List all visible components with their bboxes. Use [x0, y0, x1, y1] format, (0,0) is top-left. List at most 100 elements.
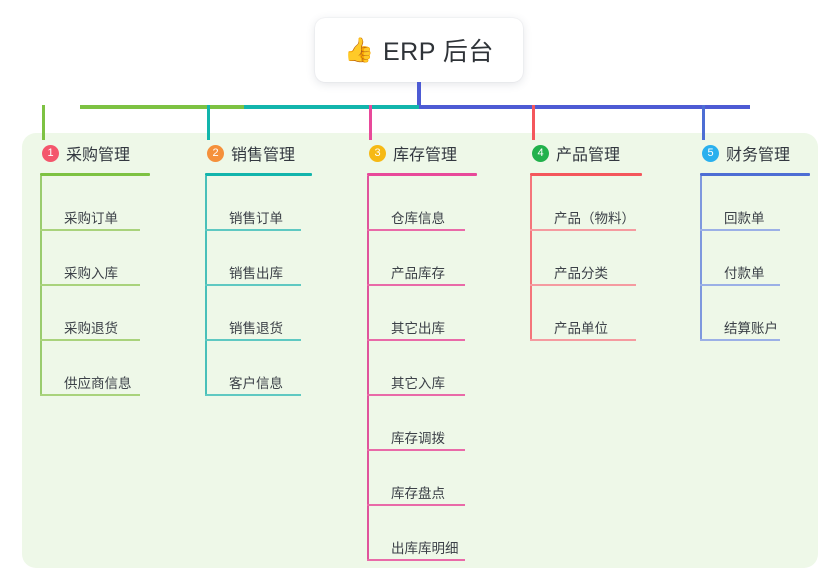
column-index-badge: 3 [369, 144, 386, 162]
column-items: 仓库信息产品库存其它出库其它入库库存调拨库存盘点出库库明细 [367, 176, 477, 561]
list-item[interactable]: 仓库信息 [367, 176, 477, 231]
list-item-rule [367, 449, 465, 451]
list-item-rule [205, 394, 301, 396]
list-item-label: 产品单位 [554, 321, 608, 336]
column-rail [367, 176, 369, 561]
list-item-rule [530, 339, 636, 341]
column-rail [530, 176, 532, 341]
root-node-card[interactable]: 👍 ERP 后台 [315, 18, 523, 82]
list-item[interactable]: 回款单 [700, 176, 810, 231]
list-item-label: 产品（物料） [554, 211, 635, 226]
column-items: 销售订单销售出库销售退货客户信息 [205, 176, 312, 396]
list-item-rule [367, 394, 465, 396]
list-item-label: 销售出库 [229, 266, 283, 281]
list-item[interactable]: 出库库明细 [367, 506, 477, 561]
list-item[interactable]: 产品分类 [530, 231, 642, 286]
list-item[interactable]: 采购订单 [40, 176, 150, 231]
page-title: ERP 后台 [382, 38, 494, 66]
column-items: 产品（物料） 产品分类产品单位 [530, 176, 642, 341]
list-item[interactable]: 采购入库 [40, 231, 150, 286]
column-header-1[interactable]: 1 采购管理 [40, 140, 150, 166]
list-item-label: 付款单 [724, 266, 765, 281]
column-header-5[interactable]: 5 财务管理 [700, 140, 810, 166]
list-item-label: 其它出库 [391, 321, 445, 336]
list-item[interactable]: 其它出库 [367, 286, 477, 341]
list-item[interactable]: 结算账户 [700, 286, 810, 341]
list-item[interactable]: 销售退货 [205, 286, 312, 341]
list-item-rule [367, 229, 465, 231]
list-item-label: 销售订单 [229, 211, 283, 226]
column-header-rule [530, 173, 642, 176]
column-drop-connector [702, 105, 705, 140]
list-item-label: 销售退货 [229, 321, 283, 336]
list-item[interactable]: 采购退货 [40, 286, 150, 341]
list-item-label: 采购退货 [64, 321, 118, 336]
column-drop-connector [369, 105, 372, 140]
list-item[interactable]: 库存调拨 [367, 396, 477, 451]
list-item-rule [530, 229, 636, 231]
column-1: 1 采购管理采购订单采购入库采购退货供应商信息 [40, 105, 150, 396]
list-item-label: 产品分类 [554, 266, 608, 281]
list-item-rule [40, 339, 140, 341]
list-item-rule [700, 284, 780, 286]
column-items: 回款单付款单结算账户 [700, 176, 810, 341]
column-title: 销售管理 [231, 147, 296, 164]
column-header-rule [40, 173, 150, 176]
column-drop-connector [42, 105, 45, 140]
list-item-label: 结算账户 [724, 321, 778, 336]
column-header-rule [367, 173, 477, 176]
column-header-rule [700, 173, 810, 176]
list-item-label: 产品库存 [391, 266, 445, 281]
column-drop-connector [207, 105, 210, 140]
list-item-rule [40, 229, 140, 231]
bus-segment-teal [244, 105, 419, 109]
list-item-label: 其它入库 [391, 376, 445, 391]
list-item-rule [530, 284, 636, 286]
thumbs-up-icon: 👍 [344, 36, 374, 64]
list-item[interactable]: 销售订单 [205, 176, 312, 231]
column-title: 采购管理 [66, 147, 131, 164]
list-item[interactable]: 付款单 [700, 231, 810, 286]
column-index-badge: 1 [42, 144, 59, 162]
list-item-label: 仓库信息 [391, 211, 445, 226]
list-item-rule [700, 229, 780, 231]
list-item-label: 采购入库 [64, 266, 118, 281]
list-item-rule [40, 394, 140, 396]
bus-segment-green [80, 105, 244, 109]
list-item[interactable]: 产品（物料） [530, 176, 642, 231]
list-item[interactable]: 产品库存 [367, 231, 477, 286]
column-rail [40, 176, 42, 396]
column-title: 产品管理 [556, 147, 621, 164]
list-item-rule [367, 504, 465, 506]
list-item-rule [205, 284, 301, 286]
column-header-rule [205, 173, 312, 176]
list-item[interactable]: 其它入库 [367, 341, 477, 396]
list-item-label: 出库库明细 [391, 541, 459, 556]
chart-panel [22, 133, 818, 568]
list-item-rule [700, 339, 780, 341]
list-item-rule [205, 339, 301, 341]
bus-segment-indigo [419, 105, 750, 109]
list-item-label: 库存盘点 [391, 486, 445, 501]
list-item-rule [205, 229, 301, 231]
column-index-badge: 5 [702, 144, 719, 162]
column-rail [205, 176, 207, 396]
list-item[interactable]: 客户信息 [205, 341, 312, 396]
list-item-rule [367, 284, 465, 286]
list-item-rule [367, 339, 465, 341]
list-item[interactable]: 供应商信息 [40, 341, 150, 396]
trunk-connector [417, 82, 421, 108]
list-item[interactable]: 库存盘点 [367, 451, 477, 506]
list-item-label: 回款单 [724, 211, 765, 226]
column-items: 采购订单采购入库采购退货供应商信息 [40, 176, 150, 396]
column-title: 财务管理 [726, 147, 791, 164]
list-item[interactable]: 产品单位 [530, 286, 642, 341]
list-item[interactable]: 销售出库 [205, 231, 312, 286]
